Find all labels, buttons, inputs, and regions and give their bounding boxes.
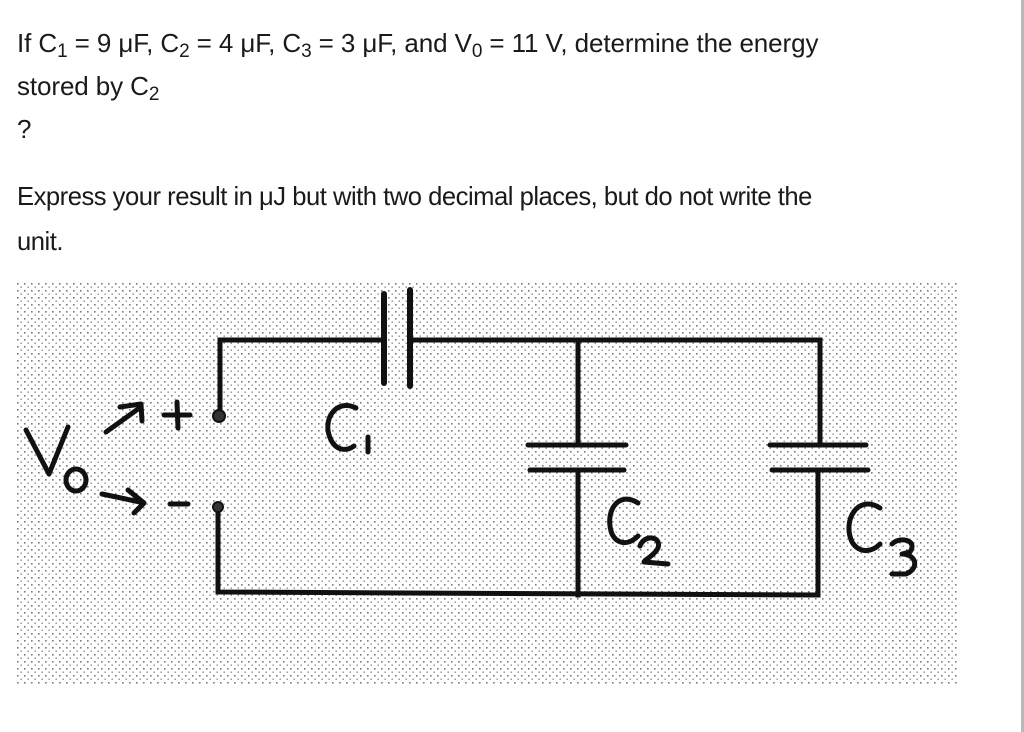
subscript: 2 [179,41,190,62]
wires [215,337,823,598]
label-o-subscript [63,466,89,494]
capacitor-c3 [767,442,871,473]
text-fragment: = 4 μF, C [189,28,302,58]
label-c3-subscript [889,537,918,577]
arrow-head [125,487,147,516]
label-c2-subscript [637,535,671,567]
text-fragment: If C [17,28,58,58]
arrow-to-minus-icon [99,491,143,505]
terminal-minus [212,501,224,513]
instruction-text: Express your result in μJ but with two d… [17,174,982,264]
text-fragment: = 11 V, determine the energy [482,28,819,58]
circuit-diagram [16,282,958,684]
wire-top-left [217,337,387,416]
window-edge-border [1021,0,1024,732]
arrow-to-plus-icon [103,406,141,435]
capacitor-c2 [525,442,629,473]
capacitor-c1 [381,287,413,389]
subscript: 2 [148,84,160,105]
question-mark: ? [17,114,32,144]
question-line-1: If C1 = 9 μF, C2 = 4 μF, C3 = 3 μF, and … [17,22,977,65]
halftone-background [16,282,958,684]
label-c2 [607,496,641,545]
label-c1 [325,403,359,452]
text-fragment: stored by C [17,71,149,101]
subscript: 3 [301,41,312,62]
subscript: 0 [471,41,483,62]
label-c3 [846,501,883,553]
instruction-line-1: Express your result in μJ but with two d… [17,181,812,211]
wire-bottom [215,504,821,598]
question-text: If C1 = 9 μF, C2 = 4 μF, C3 = 3 μF, and … [17,22,977,151]
question-line-2: stored by C2 [17,65,977,108]
instruction-line-2: unit. [17,226,63,256]
text-fragment: = 9 μF, C [67,28,180,58]
label-v-source [23,424,71,477]
text-fragment: = 3 μF, and V [311,28,472,58]
subscript: 1 [57,41,68,62]
arrow-head [117,401,145,424]
terminal-plus [212,409,226,423]
plus-sign-vertical [174,399,181,431]
